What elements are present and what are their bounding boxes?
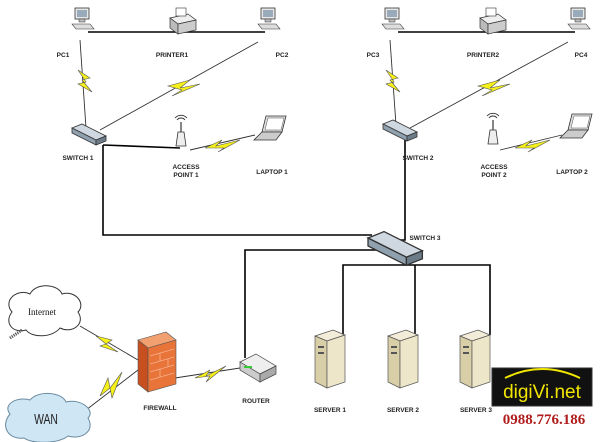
switch1-icon (71, 123, 107, 146)
wired-links (88, 31, 575, 358)
wan-cloud: WAN (5, 393, 91, 442)
access-point1-icon (174, 114, 188, 147)
pc1-label: PC1 (57, 52, 70, 59)
printer2-icon (479, 7, 507, 35)
pc4-label: PC4 (575, 52, 588, 59)
printer1-icon (169, 7, 197, 35)
laptop2-label: LAPTOP 2 (556, 169, 588, 176)
internet-label: Internet (28, 307, 56, 317)
router-label: ROUTER (242, 398, 270, 405)
bolt-pc4-switch2 (409, 41, 569, 129)
bolt-pc2-switch1 (99, 41, 259, 131)
ap2-label-line1: ACCESS (480, 164, 508, 171)
firewall-icon (137, 331, 177, 393)
server3-icon (459, 329, 491, 389)
bolt-pc3-switch2 (385, 39, 401, 126)
switch2-label: SWITCH 2 (402, 155, 433, 162)
switch3-label: SWITCH 3 (409, 235, 440, 242)
server3-label: SERVER 3 (460, 407, 492, 414)
bolt-ap1-laptop1 (189, 134, 256, 153)
router-icon (239, 353, 277, 383)
ap2-label-line2: POINT 2 (481, 172, 507, 179)
internet-cloud: Internet (8, 285, 82, 340)
pc3-label: PC3 (367, 52, 380, 59)
phone-number: 0988.776.186 (503, 412, 586, 428)
bolt-ap2-laptop2 (499, 134, 563, 153)
digivi-logo: digiVi.net (491, 367, 593, 407)
laptop1-icon (253, 115, 287, 141)
ap1-label-line2: POINT 1 (173, 172, 199, 179)
switch1-label: SWITCH 1 (62, 155, 93, 162)
pc1-icon (71, 7, 95, 30)
wireless-links (77, 39, 569, 411)
ap1-label-line1: ACCESS (172, 164, 200, 171)
laptop2-icon (559, 113, 593, 139)
pc2-icon (257, 7, 281, 30)
wan-label: WAN (34, 410, 58, 427)
pc2-label: PC2 (276, 52, 289, 59)
access-point2-icon (486, 112, 500, 145)
logo-text: digiVi.net (503, 382, 582, 403)
printer2-label: PRINTER2 (467, 52, 500, 59)
firewall-label: FIREWALL (143, 405, 176, 412)
pc4-icon (567, 7, 591, 30)
bolt-wan-firewall (85, 369, 139, 411)
server1-icon (314, 329, 346, 389)
bolt-firewall-router (174, 365, 241, 383)
pc3-icon (381, 7, 405, 30)
bolt-internet-firewall (79, 325, 139, 361)
laptop1-label: LAPTOP 1 (256, 169, 288, 176)
switch2-icon (382, 119, 418, 142)
server2-label: SERVER 2 (387, 407, 419, 414)
server2-icon (387, 329, 419, 389)
bolt-pc1-switch1 (77, 39, 93, 129)
printer1-label: PRINTER1 (156, 52, 189, 59)
server1-label: SERVER 1 (314, 407, 346, 414)
